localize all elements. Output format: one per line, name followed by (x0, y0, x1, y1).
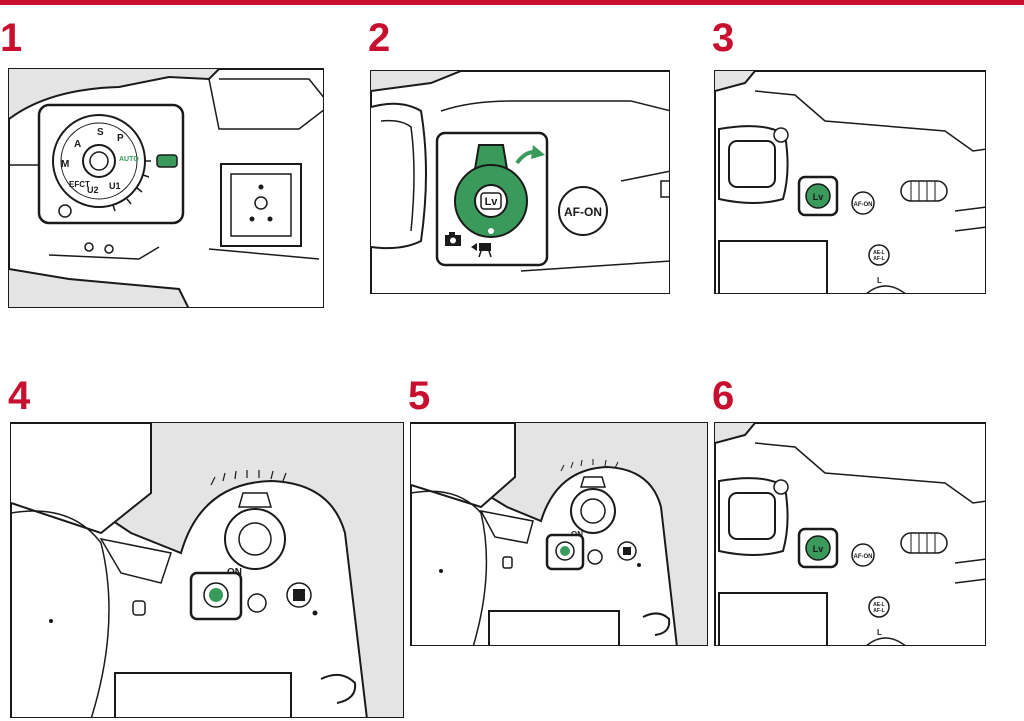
camera-icon (445, 232, 461, 246)
top-lcd (114, 672, 292, 717)
camera-top-right-illustration: ON (11, 423, 368, 717)
panel-step-4: ON (10, 422, 404, 718)
dial-label-u2: U2 (87, 185, 99, 195)
rear-screen (718, 592, 828, 645)
focus-mode-button (209, 588, 223, 602)
dial-label-auto: AUTO (119, 156, 139, 163)
lv-button (805, 183, 831, 209)
top-rule (0, 0, 1024, 5)
panel-step-3: Lv AF-ON AE-L AF-L L (714, 70, 986, 294)
panel-step-2: AF-ON Lv (370, 70, 670, 294)
dial-label-m: M (61, 159, 69, 170)
dial-label-p: P (117, 133, 124, 144)
lv-label: Lv (485, 196, 499, 208)
af-on-button (851, 191, 875, 215)
step-number-5: 5 (408, 374, 431, 418)
panel-step-6: Lv AF-ON AE-L AF-L L (714, 422, 986, 646)
live-view-selector-illustration: AF-ON Lv (371, 71, 669, 293)
af-on-button (558, 186, 608, 236)
step-number-2: 2 (368, 16, 391, 60)
panel-step-1: A S P M AUTO EFCT U2 U1 (8, 68, 324, 308)
ae-l-label: AE-L (873, 602, 885, 608)
lv-label: Lv (813, 192, 824, 202)
af-l-label: AF-L (873, 608, 884, 614)
panel-step-5: ON (410, 422, 708, 646)
camera-rear-illustration: Lv AF-ON AE-L AF-L L (715, 71, 985, 293)
af-on-label: AF-ON (854, 202, 873, 208)
dial-label-a: A (74, 139, 81, 150)
step-number-6: 6 (712, 374, 735, 418)
l-label: L (877, 628, 882, 637)
af-on-button (851, 543, 875, 567)
camera-top-right-illustration: ON (411, 423, 678, 645)
top-lcd (488, 610, 620, 645)
af-on-label: AF-ON (564, 205, 602, 219)
l-label: L (877, 276, 882, 285)
lv-label: Lv (813, 544, 824, 554)
af-l-label: AF-L (873, 256, 884, 262)
dial-label-s: S (97, 127, 104, 138)
camera-rear-illustration: Lv AF-ON AE-L AF-L L (715, 423, 985, 645)
ae-l-af-l-button (868, 244, 890, 266)
step-number-1: 1 (0, 16, 23, 60)
ae-l-af-l-button (868, 596, 890, 618)
camera-top-illustration: A S P M AUTO EFCT U2 U1 (9, 69, 323, 307)
focus-mode-button (560, 546, 570, 556)
dial-label-u1: U1 (109, 181, 121, 191)
movie-icon (471, 243, 492, 258)
af-on-label: AF-ON (854, 554, 873, 560)
rear-screen (718, 240, 828, 293)
lv-button (805, 535, 831, 561)
dial-label-eff: EFCT (69, 180, 90, 189)
step-number-4: 4 (8, 374, 31, 418)
mode-indicator-icon (156, 154, 178, 168)
ae-l-label: AE-L (873, 250, 885, 256)
step-number-3: 3 (712, 16, 735, 60)
